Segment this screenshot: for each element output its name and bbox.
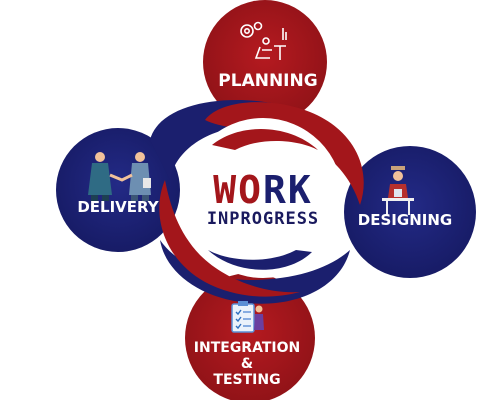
integration-circle	[185, 273, 315, 400]
center-title: WORK	[213, 168, 313, 212]
inner-swirl-navy	[208, 250, 312, 270]
designer-at-desk-icon	[382, 166, 414, 215]
integration-label-line2: &	[241, 356, 253, 372]
center-subtitle: INPROGRESS	[207, 209, 319, 229]
handshake-people-icon	[88, 152, 151, 201]
center-title-part1: WO	[213, 168, 263, 212]
center-title-part2: RK	[263, 168, 313, 212]
center-disk	[183, 118, 343, 278]
planning-worker-gear-icon	[240, 21, 287, 60]
delivery-circle	[56, 128, 180, 252]
integration-label-line1: INTEGRATION	[194, 340, 300, 356]
swirl-red-arm-left	[159, 180, 300, 297]
planning-label: PLANNING	[218, 71, 317, 91]
delivery-label: DELIVERY	[77, 198, 159, 216]
swirl-navy-arm-bottom	[160, 240, 350, 304]
inner-swirl-red	[212, 129, 318, 150]
planning-circle	[203, 0, 327, 124]
integration-label-line3: TESTING	[213, 372, 280, 388]
designing-label: DESIGNING	[358, 211, 452, 229]
checklist-tester-icon	[231, 301, 264, 333]
